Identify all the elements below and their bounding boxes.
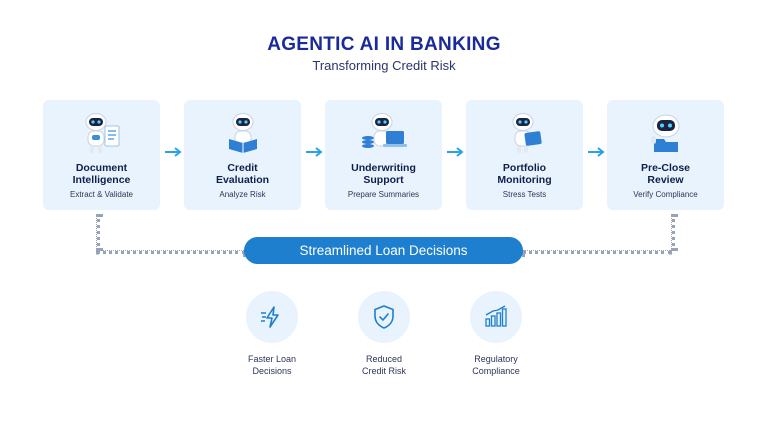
connector-right-vertical [671, 214, 675, 251]
lightning-icon [261, 306, 279, 328]
step-subtitle: Extract & Validate [70, 190, 133, 199]
benefit-icon-compliance [470, 291, 522, 343]
arrow-right-icon [447, 147, 464, 157]
connector-left-horizontal [96, 250, 246, 254]
bar-chart-icon [485, 305, 507, 327]
robot-laptop-icon [361, 113, 407, 148]
step-subtitle: Verify Compliance [633, 190, 698, 199]
robot-folder-icon [650, 114, 679, 152]
robot-tablet-icon [512, 113, 542, 153]
outcome-banner: Streamlined Loan Decisions [244, 237, 523, 264]
arrow-right-icon [165, 147, 182, 157]
step-subtitle: Analyze Risk [219, 190, 266, 199]
arrow-right-icon [306, 147, 323, 157]
step-subtitle: Prepare Summaries [347, 190, 420, 199]
connector-right-horizontal [522, 250, 672, 254]
page-title: AGENTIC AI IN BANKING [267, 34, 501, 55]
benefit-icon-faster [246, 291, 298, 343]
arrow-right-icon [588, 147, 605, 157]
shield-check-icon [374, 305, 394, 329]
step-subtitle: Stress Tests [502, 190, 547, 199]
robot-document-icon [85, 113, 119, 153]
robot-book-icon [228, 113, 257, 153]
page-subtitle: Transforming Credit Risk [312, 58, 456, 73]
connector-left-vertical [96, 214, 100, 251]
benefit-icon-risk [358, 291, 410, 343]
